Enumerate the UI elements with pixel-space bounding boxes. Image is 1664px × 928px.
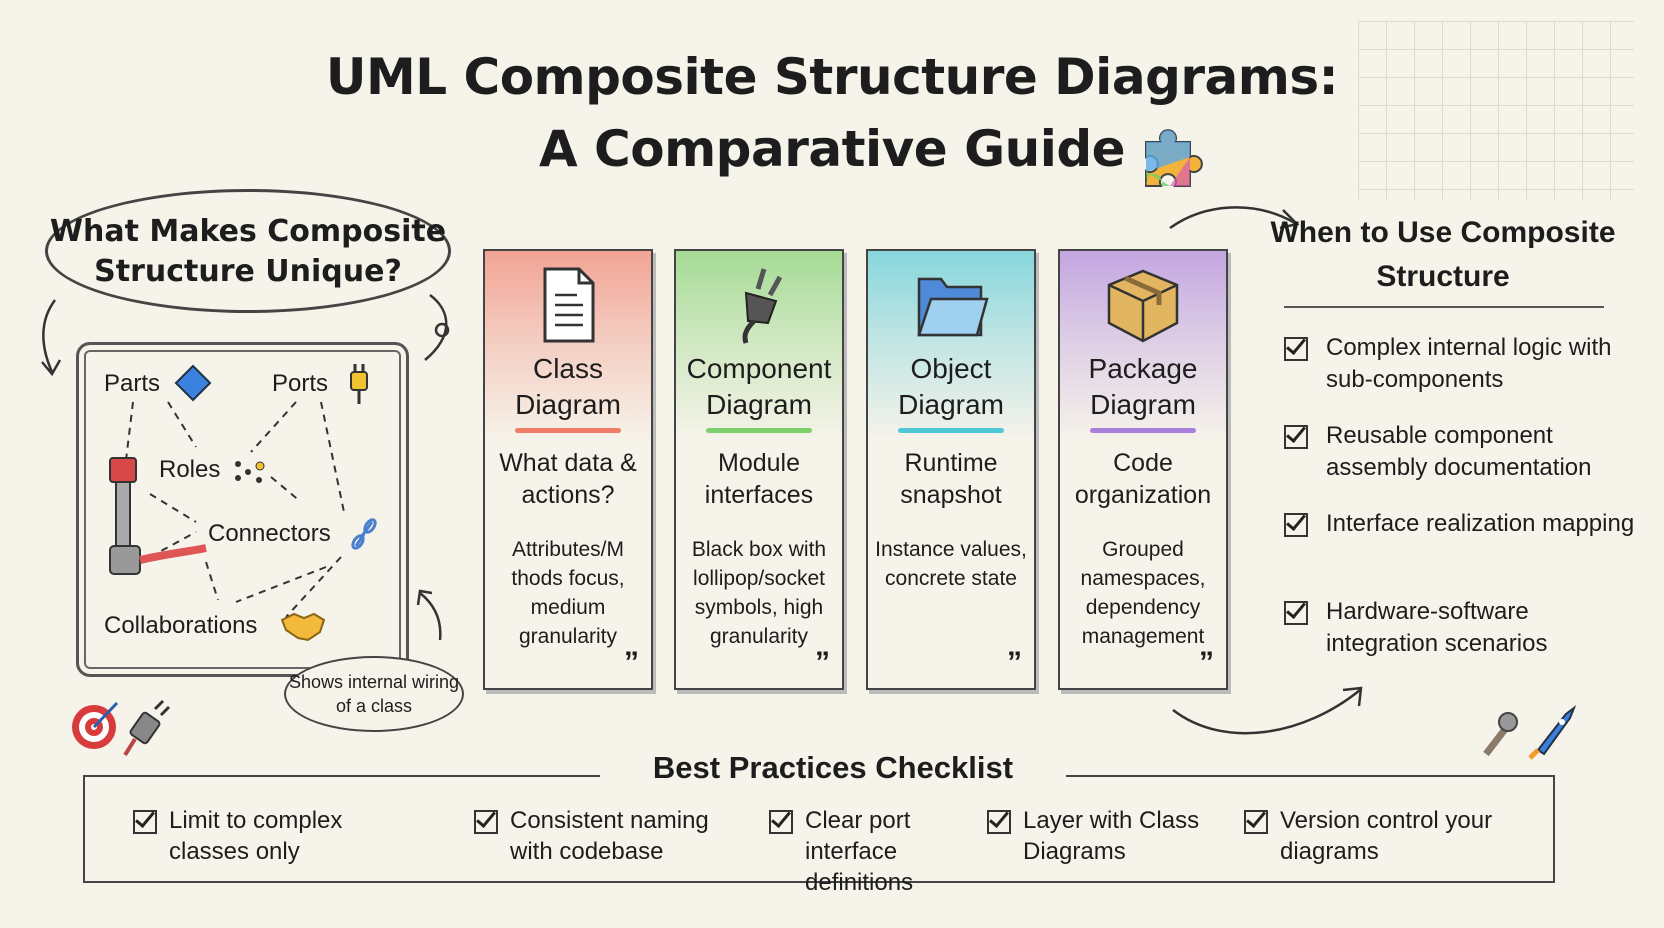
quote-mark-icon: ”: [1007, 646, 1022, 679]
item-text: Hardware-software integration scenarios: [1326, 598, 1548, 657]
plug-icon: [676, 265, 842, 345]
title-underline: [706, 428, 812, 433]
callout-bubble: Shows internal wiring of a class: [284, 656, 464, 732]
when-to-use-item: Reusable component assembly documentatio…: [1284, 420, 1644, 484]
callout-text: Shows internal wiring of a class: [288, 672, 460, 716]
unique-heading: What Makes Composite Structure Unique?: [49, 214, 447, 289]
when-to-use-item: Hardware-software integration scenarios: [1284, 596, 1644, 660]
small-arrow: [416, 589, 442, 641]
title-underline: [898, 428, 1004, 433]
curved-arrows: [41, 294, 450, 377]
chain-link-icon: [351, 518, 377, 550]
label-ports: Ports: [272, 370, 329, 397]
when-to-use-heading-text: When to Use Composite Structure: [1270, 216, 1616, 293]
checkbox-checked-icon: [987, 810, 1011, 834]
card-question: Module interfaces: [704, 449, 814, 509]
roles-dots-icon: [235, 461, 265, 483]
checkbox-checked-icon: [133, 810, 157, 834]
title-line-2: A Comparative Guide: [0, 120, 1664, 178]
document-icon: [485, 265, 651, 345]
bottom-curved-arrow: [1172, 686, 1363, 735]
handshake-icon: [280, 612, 326, 642]
item-text: Limit to complex classes only: [169, 807, 343, 865]
when-to-use-item: Interface realization mapping: [1284, 508, 1644, 540]
item-text: Version control your diagrams: [1280, 807, 1493, 865]
quote-mark-icon: ”: [624, 646, 639, 679]
item-text: Interface realization mapping: [1326, 510, 1635, 537]
folder-icon: [868, 265, 1034, 345]
title-line-2-text: A Comparative Guide: [538, 120, 1126, 178]
item-text: Consistent naming with codebase: [510, 807, 709, 865]
title-underline: [1090, 428, 1196, 433]
puzzle-piece-icon: [1145, 129, 1203, 187]
checklist-item: Limit to complex classes only: [133, 805, 393, 867]
checkbox-checked-icon: [474, 810, 498, 834]
checkbox-checked-icon: [1284, 425, 1308, 449]
checkbox-checked-icon: [1284, 513, 1308, 537]
quote-mark-icon: ”: [1199, 646, 1214, 679]
checklist-item: Layer with Class Diagrams: [987, 805, 1217, 867]
title-underline: [515, 428, 621, 433]
label-collaborations: Collaborations: [104, 612, 258, 639]
package-box-icon: [1060, 265, 1226, 345]
label-connectors: Connectors: [208, 520, 331, 547]
item-text: Reusable component assembly documentatio…: [1326, 422, 1592, 481]
checklist-item: Consistent naming with codebase: [474, 805, 734, 867]
card-object-diagram: Object Diagram Runtime snapshot Instance…: [866, 249, 1036, 690]
port-plug-icon: [350, 364, 368, 404]
checklist-item: Version control your diagrams: [1244, 805, 1504, 867]
item-text: Layer with Class Diagrams: [1023, 807, 1200, 865]
connector-lines: [125, 401, 345, 618]
title-line-1: UML Composite Structure Diagrams:: [325, 48, 1339, 106]
top-curved-arrow: [1169, 206, 1300, 230]
card-class-diagram: Class Diagram What data & actions? Attri…: [483, 249, 653, 690]
cable-plug-icon: [109, 457, 207, 575]
checkbox-checked-icon: [769, 810, 793, 834]
quote-mark-icon: ”: [815, 646, 830, 679]
card-question: Code organization: [1074, 449, 1212, 509]
when-to-use-item: Complex internal logic with sub-componen…: [1284, 332, 1644, 396]
composite-structure-box: [76, 342, 409, 677]
rocket-icon: [1483, 705, 1577, 760]
card-description: Black box with lollipop/socket symbols, …: [691, 538, 827, 648]
card-title: Object Diagram: [898, 353, 1004, 420]
wrench-icon: [1483, 712, 1518, 757]
item-text: Clear port interface definitions: [805, 807, 914, 896]
color-wash: [868, 251, 1034, 441]
best-practices-heading-text: Best Practices Checklist: [652, 750, 1014, 785]
card-question: What data & actions?: [499, 449, 637, 509]
item-text: Complex internal logic with sub-componen…: [1326, 334, 1612, 393]
card-component-diagram: Component Diagram Module interfaces Blac…: [674, 249, 844, 690]
heading-underline: [1284, 306, 1604, 308]
checklist-item: Clear port interface definitions: [769, 805, 999, 898]
label-parts: Parts: [104, 370, 161, 397]
plug-icon: [123, 699, 171, 757]
when-to-use-heading: When to Use Composite Structure: [1270, 211, 1616, 299]
decorative-grid: [1358, 21, 1634, 201]
card-description: Attributes/M thods focus, medium granula…: [511, 538, 625, 648]
best-practices-heading: Best Practices Checklist: [600, 750, 1066, 786]
checkbox-checked-icon: [1244, 810, 1268, 834]
card-package-diagram: Package Diagram Code organization Groupe…: [1058, 249, 1228, 690]
card-description: Instance values, concrete state: [875, 538, 1027, 590]
card-title: Component Diagram: [686, 353, 832, 420]
card-question: Runtime snapshot: [900, 449, 1002, 509]
target-icon: [72, 699, 171, 757]
checkbox-checked-icon: [1284, 601, 1308, 625]
unique-heading-bubble: What Makes Composite Structure Unique?: [45, 189, 451, 313]
card-title: Class Diagram: [515, 353, 621, 420]
card-description: Grouped namespaces, dependency managemen…: [1080, 538, 1206, 648]
card-title: Package Diagram: [1088, 353, 1198, 420]
label-roles: Roles: [159, 456, 221, 483]
checkbox-checked-icon: [1284, 337, 1308, 361]
